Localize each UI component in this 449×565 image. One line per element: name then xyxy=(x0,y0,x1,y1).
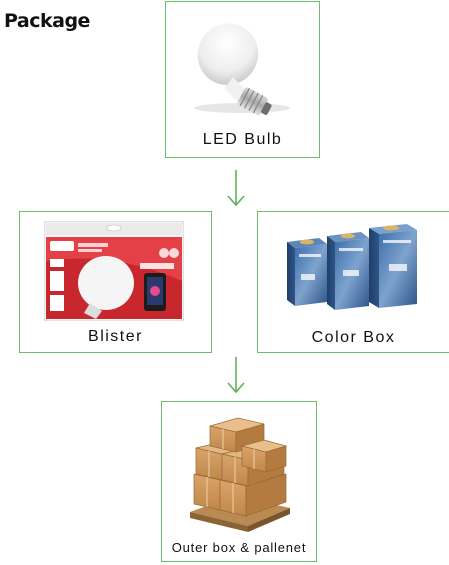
led-bulb-card: LED Bulb xyxy=(165,1,320,158)
outer-box-card: Outer box & pallenet xyxy=(161,401,317,562)
blister-pack-image xyxy=(44,221,184,321)
led-bulb-image xyxy=(180,16,305,116)
color-box-card: Color Box xyxy=(257,211,449,353)
outer-box-label: Outer box & pallenet xyxy=(171,540,307,555)
blister-card: Blister xyxy=(19,211,212,353)
led-bulb-label: LED Bulb xyxy=(202,131,283,148)
arrow-down-icon xyxy=(226,170,246,208)
blister-label: Blister xyxy=(88,328,143,345)
color-box-image xyxy=(285,224,425,324)
pallet-boxes-image xyxy=(186,412,294,534)
arrow-down-icon xyxy=(226,357,246,395)
color-box-label: Color Box xyxy=(311,329,396,346)
page-title: Package xyxy=(4,10,90,32)
